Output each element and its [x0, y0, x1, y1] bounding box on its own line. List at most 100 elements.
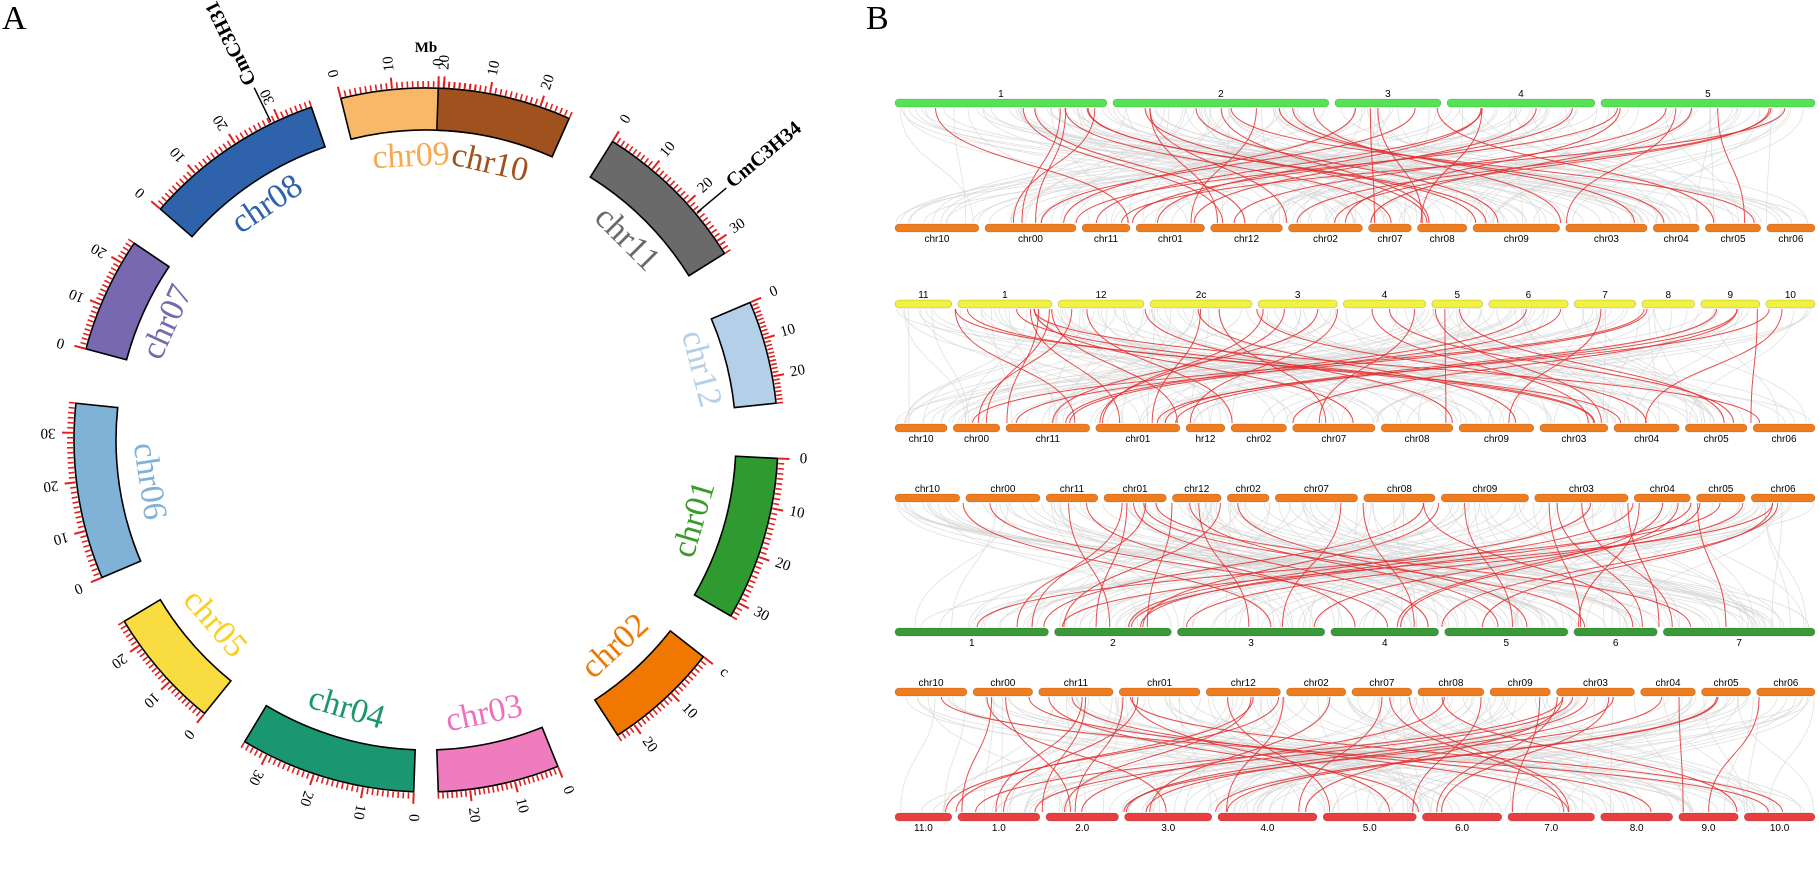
- collinear-link: [1193, 107, 1537, 224]
- background-link: [992, 696, 1244, 813]
- collinear-link: [1101, 308, 1264, 424]
- background-link: [1630, 107, 1804, 224]
- tick-mark: [89, 314, 96, 319]
- tick-mark: [353, 88, 357, 95]
- background-link: [1656, 107, 1761, 224]
- background-link: [999, 502, 1271, 628]
- background-link: [1040, 107, 1357, 224]
- background-link: [1262, 308, 1658, 424]
- tick-mark: [289, 107, 294, 114]
- tick-mark: [281, 763, 286, 770]
- tick-mark: [529, 96, 534, 104]
- tick-mark: [559, 107, 564, 114]
- gene-pointer: [253, 87, 272, 123]
- chromosome-bar: [1045, 493, 1099, 503]
- background-link: [1121, 696, 1497, 813]
- background-link: [1272, 107, 1505, 224]
- background-link: [1341, 308, 1482, 424]
- background-link: [951, 502, 997, 628]
- background-link: [1077, 107, 1355, 224]
- tick-mark: [708, 224, 715, 230]
- background-link: [1008, 308, 1056, 424]
- background-link: [1232, 696, 1697, 813]
- chromosome-band-chr06: [73, 402, 142, 579]
- background-link: [1261, 107, 1281, 224]
- background-link: [1611, 502, 1744, 628]
- tick-label: 0: [799, 451, 807, 467]
- chromosome-bar: [957, 812, 1041, 822]
- background-link: [1115, 502, 1590, 628]
- background-link: [1242, 696, 1811, 813]
- background-link: [1443, 502, 1713, 628]
- tick-mark: [468, 83, 472, 90]
- background-link: [932, 107, 1195, 224]
- tick-mark: [684, 679, 691, 685]
- collinear-link: [1305, 696, 1564, 813]
- background-link: [920, 502, 1815, 628]
- tick-mark: [104, 279, 111, 284]
- background-link: [1186, 502, 1441, 628]
- tick-mark: [369, 85, 373, 92]
- tick-mark: [776, 397, 783, 401]
- background-link: [1102, 107, 1672, 224]
- chromosome-bar: [1641, 299, 1696, 309]
- background-link: [1122, 696, 1693, 813]
- background-link: [1664, 107, 1739, 224]
- tick-label: 20: [789, 362, 807, 380]
- tick-mark: [484, 85, 487, 93]
- collinear-link: [1215, 696, 1717, 813]
- tick-mark: [87, 319, 94, 323]
- tick-mark: [136, 648, 143, 654]
- tick-mark: [64, 481, 76, 485]
- tick-mark: [257, 122, 262, 129]
- background-link: [1372, 502, 1438, 628]
- background-link: [1210, 502, 1275, 628]
- tick-mark: [168, 188, 174, 195]
- background-link: [1125, 696, 1161, 813]
- tick-mark: [636, 151, 642, 158]
- background-link: [1415, 696, 1674, 813]
- collinear-link: [1218, 308, 1327, 424]
- tick-mark: [758, 556, 770, 562]
- background-link: [1059, 502, 1179, 628]
- tick-mark: [557, 766, 564, 778]
- tick-mark: [260, 754, 268, 766]
- background-link: [917, 696, 1393, 813]
- collinear-link: [940, 696, 1769, 813]
- tick-mark: [214, 149, 220, 155]
- background-link: [1110, 107, 1276, 224]
- collinear-link: [1099, 308, 1285, 424]
- chromosome-bar: [1752, 423, 1816, 433]
- background-link: [908, 308, 910, 424]
- background-link: [1051, 107, 1224, 224]
- collinear-link: [1256, 308, 1647, 424]
- collinear-link: [1233, 107, 1667, 224]
- tick-mark: [773, 378, 780, 381]
- chromosome-bar-label: 9.0: [1702, 823, 1716, 834]
- tick-mark: [273, 108, 280, 120]
- tick-mark: [767, 347, 774, 351]
- tick-label: 30: [751, 604, 772, 625]
- collinear-link: [1043, 502, 1424, 628]
- background-link: [1602, 308, 1606, 424]
- tick-mark: [763, 541, 770, 546]
- background-link: [902, 308, 1195, 424]
- collinear-link: [1016, 502, 1147, 628]
- tick-mark: [243, 129, 249, 136]
- tick-mark: [719, 240, 726, 246]
- tick-mark: [755, 309, 762, 314]
- background-link: [1404, 107, 1430, 224]
- collinear-link: [1420, 107, 1483, 224]
- chromosome-bar-label: chr06: [1772, 434, 1797, 445]
- chromosome-bar: [1363, 493, 1436, 503]
- background-link: [1284, 107, 1363, 224]
- background-link: [1231, 308, 1269, 424]
- background-link: [907, 308, 1243, 424]
- tick-mark: [253, 749, 259, 756]
- chromosome-band-chr12: [710, 301, 777, 409]
- background-link: [1581, 696, 1595, 813]
- tick-mark: [773, 373, 785, 378]
